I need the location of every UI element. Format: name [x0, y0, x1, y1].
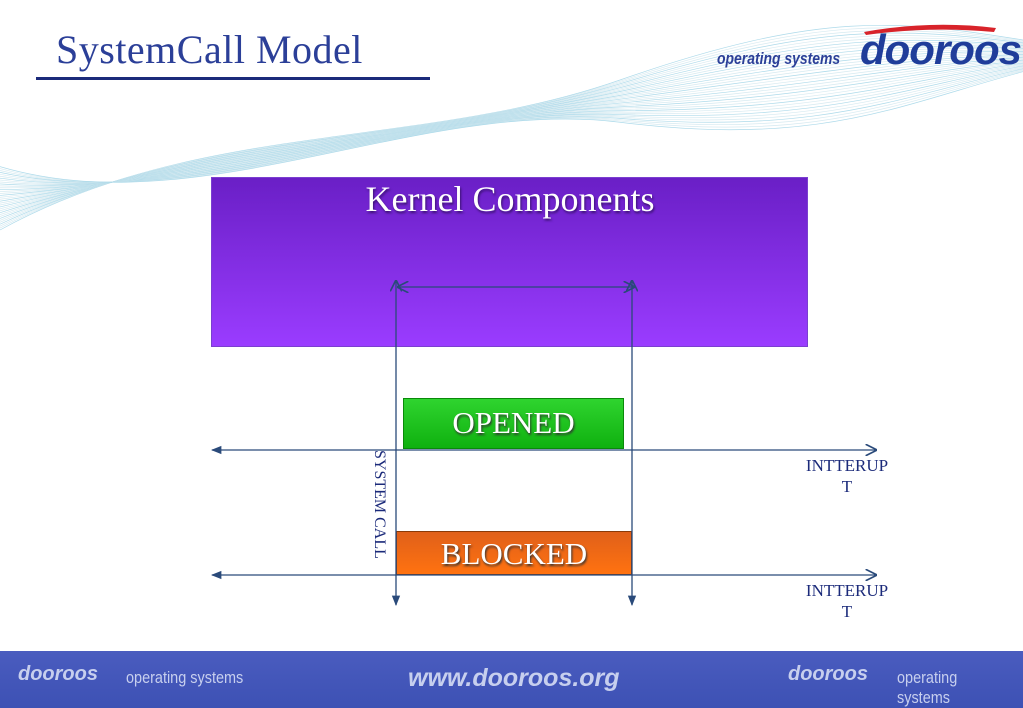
brand-logo: dooroos — [860, 26, 1022, 73]
wave-line — [0, 49, 1023, 210]
wave-line — [0, 44, 1023, 215]
wave-line — [0, 52, 1023, 206]
system-call-label: SYSTEM CALL — [371, 450, 388, 559]
wave-line — [0, 61, 1023, 187]
wave-line — [0, 51, 1023, 208]
wave-line — [0, 39, 1023, 219]
wave-line — [0, 70, 1023, 183]
wave-line — [0, 48, 1023, 212]
footer-logo-left: dooroos — [18, 663, 98, 685]
footer-tagline-left: operating systems — [126, 668, 244, 687]
footer-bar — [0, 651, 1023, 708]
wave-line — [0, 57, 1023, 194]
wave-line — [0, 67, 1023, 183]
wave-line — [0, 32, 1023, 225]
wave-line — [0, 42, 1023, 217]
wave-line — [0, 62, 1023, 186]
wave-line — [0, 55, 1023, 200]
slide-title: SystemCall Model — [56, 27, 363, 72]
wave-line — [0, 35, 1023, 223]
decorative-wave-background — [0, 24, 1023, 231]
wave-line — [0, 56, 1023, 196]
brand-tagline: operating systems — [717, 49, 841, 68]
wave-line — [0, 63, 1023, 185]
wave-line — [0, 58, 1023, 192]
wave-line — [0, 37, 1023, 221]
wave-line — [0, 53, 1023, 204]
opened-state-box: OPENED — [403, 398, 624, 449]
title-underline — [36, 77, 430, 80]
kernel-components-label: Kernel Components — [365, 179, 655, 219]
wave-line — [0, 65, 1023, 184]
wave-line — [0, 55, 1023, 198]
wave-line — [0, 64, 1023, 185]
kernel-components-box — [211, 177, 808, 347]
wave-line — [0, 46, 1023, 214]
wave-line — [0, 68, 1023, 183]
wave-line — [0, 24, 1023, 231]
wave-line — [0, 60, 1023, 189]
wave-line — [0, 59, 1023, 191]
blocked-state-box: BLOCKED — [396, 531, 632, 575]
wave-line — [0, 71, 1023, 183]
wave-line — [0, 66, 1023, 184]
logo-swoosh-icon — [864, 24, 996, 35]
footer-logo-right: dooroos — [788, 663, 868, 685]
footer-tagline-right: operating systems — [897, 668, 958, 707]
wave-line — [0, 69, 1023, 183]
footer-url-link[interactable]: www.dooroos.org — [408, 664, 620, 692]
